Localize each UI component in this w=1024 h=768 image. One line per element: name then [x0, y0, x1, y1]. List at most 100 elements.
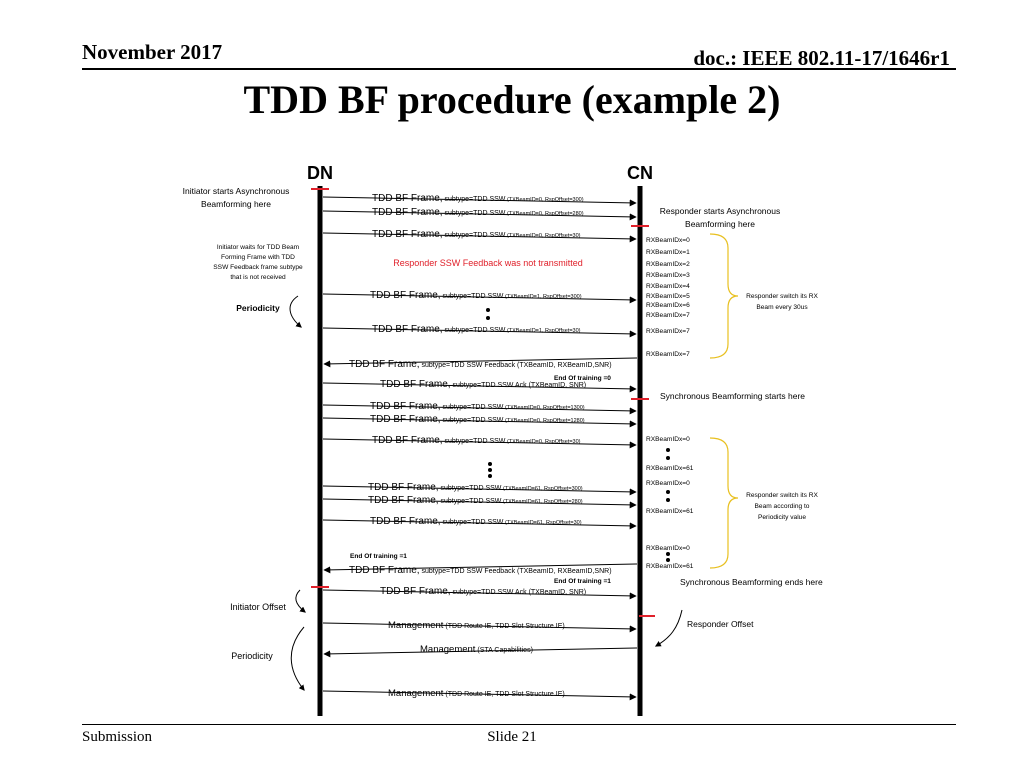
rx-label-15: RXBeamIDx=0: [646, 545, 690, 552]
msg-15-label: TDD BF Frame, subtype=TDD SSW Ack (TXBea…: [380, 586, 586, 597]
note-initiator-wait-line2: Forming Frame with TDD: [221, 254, 295, 261]
msg-1-label: TDD BF Frame, subtype=TDD SSW (TXBeamID=…: [372, 193, 584, 204]
note-responder-async-line1: Responder starts Asynchronous: [660, 206, 780, 216]
msg-12-label: TDD BF Frame, subtype=TDD SSW (TXBeamID=…: [368, 495, 583, 506]
initiator-offset-curve-arrow: [295, 589, 306, 613]
header-date: November 2017: [82, 40, 223, 64]
switch-periodicity-note: Responder switch its RX Beam according t…: [746, 492, 818, 521]
cn-label: CN: [627, 163, 653, 183]
note-end-training-1-dn: End Of training =1: [350, 553, 407, 560]
note-switch-periodicity-line1: Responder switch its RX: [746, 492, 818, 499]
msg-9-arrow: [322, 417, 637, 428]
rx-label-7: RXBeamIDx=6: [646, 302, 690, 309]
rx-label-8: RXBeamIDx=7: [646, 312, 690, 319]
header-rule: [82, 68, 956, 70]
msg-14-label: TDD BF Frame, subtype=TDD SSW Feedback (…: [349, 565, 612, 576]
note-periodicity-bold: Periodicity: [236, 303, 280, 313]
footer-slide-number: Slide 21: [487, 729, 537, 745]
note-end-training-0: End Of training =0: [554, 375, 611, 382]
note-sync-starts: Synchronous Beamforming starts here: [660, 391, 805, 401]
msg-5-label: TDD BF Frame, subtype=TDD SSW (TXBeamID=…: [372, 324, 581, 335]
msg-17-label: Management (STA Capabilities): [420, 644, 533, 655]
responder-offset-curve-arrow: [654, 609, 683, 647]
msg-2-arrow: [322, 210, 637, 221]
msg-13-label: TDD BF Frame, subtype=TDD SSW (TXBeamID=…: [370, 516, 582, 527]
periodicity-curve-arrow-2: [290, 626, 305, 691]
note-sync-ends: Synchronous Beamforming ends here: [680, 577, 823, 587]
msg-18-label: Management (TDD Route IE, TDD Slot Struc…: [388, 688, 565, 699]
msg-11-label: TDD BF Frame, subtype=TDD SSW (TXBeamID=…: [368, 482, 583, 493]
msg-15-arrow: [322, 589, 637, 600]
brace-async-rx: [709, 233, 739, 359]
note-switch-periodicity-line3: Periodicity value: [758, 514, 806, 521]
rx-label-3: RXBeamIDx=2: [646, 261, 690, 268]
note-responder-async-line2: Beamforming here: [685, 219, 755, 229]
msg-18-arrow: [322, 690, 637, 701]
msg-10-label: TDD BF Frame, subtype=TDD SSW (TXBeamID=…: [372, 435, 581, 446]
msg-12-arrow: [322, 498, 637, 509]
rx-beam-labels: RXBeamIDx=0 RXBeamIDx=1 RXBeamIDx=2 RXBe…: [646, 237, 694, 570]
note-ssw-not-transmitted: Responder SSW Feedback was not transmitt…: [393, 258, 583, 268]
rx-label-11: RXBeamIDx=0: [646, 436, 690, 443]
initiator-notes: Initiator starts Asynchronous Beamformin…: [183, 186, 290, 209]
switch-30us-note: Responder switch its RX Beam every 30us: [746, 293, 818, 311]
msg-17-arrow: [323, 647, 638, 658]
note-initiator-offset: Initiator Offset: [230, 602, 286, 612]
rx-label-5: RXBeamIDx=4: [646, 283, 690, 290]
rx-label-1: RXBeamIDx=0: [646, 237, 690, 244]
msg-7-label: TDD BF Frame, subtype=TDD SSW Ack (TXBea…: [380, 379, 586, 390]
dots-initiator-2: [488, 462, 492, 466]
dn-label: DN: [307, 163, 333, 183]
note-initiator-async-line1: Initiator starts Asynchronous: [183, 186, 290, 196]
msg-16-arrow: [322, 622, 637, 633]
msg-3-arrow: [322, 232, 637, 243]
rx-label-12: RXBeamIDx=61: [646, 465, 694, 472]
note-periodicity: Periodicity: [231, 651, 273, 661]
dots-rx-2: [666, 490, 670, 494]
note-switch-periodicity-line2: Beam according to: [755, 503, 810, 510]
rx-label-9: RXBeamIDx=7: [646, 328, 690, 335]
msg-1-arrow: [322, 196, 637, 207]
note-switch-30us-line2: Beam every 30us: [756, 304, 808, 311]
msg-9-label: TDD BF Frame, subtype=TDD SSW (TXBeamID=…: [370, 414, 585, 425]
msg-4-label: TDD BF Frame, subtype=TDD SSW (TXBeamID=…: [370, 290, 582, 301]
msg-5-arrow: [322, 327, 637, 338]
brace-sync-rx: [709, 437, 739, 569]
rx-label-16: RXBeamIDx=61: [646, 563, 694, 570]
msg-14-arrow: [323, 563, 638, 574]
rx-label-13: RXBeamIDx=0: [646, 480, 690, 487]
footer-submission: Submission: [82, 729, 153, 745]
msg-6-label: TDD BF Frame, subtype=TDD SSW Feedback (…: [349, 359, 612, 370]
msg-6-arrow: [323, 357, 638, 368]
rx-label-6: RXBeamIDx=5: [646, 293, 690, 300]
initiator-wait-note: Initiator waits for TDD Beam Forming Fra…: [213, 244, 303, 281]
note-switch-30us-line1: Responder switch its RX: [746, 293, 818, 300]
note-initiator-wait-line3: SSW Feedback frame subtype: [213, 264, 303, 271]
rx-label-4: RXBeamIDx=3: [646, 272, 690, 279]
msg-4-arrow: [322, 293, 637, 304]
msg-13-arrow: [322, 519, 637, 530]
dots-rx-3: [666, 552, 670, 556]
note-initiator-wait-line4: that is not received: [230, 274, 286, 281]
msg-8-label: TDD BF Frame, subtype=TDD SSW (TXBeamID=…: [370, 401, 585, 412]
note-initiator-wait-line1: Initiator waits for TDD Beam: [217, 244, 300, 251]
msg-3-label: TDD BF Frame, subtype=TDD SSW (TXBeamID=…: [372, 229, 581, 240]
header-doc-number: doc.: IEEE 802.11-17/1646r1: [693, 46, 950, 70]
msg-11-arrow: [322, 485, 637, 496]
footer-rule: [82, 724, 956, 725]
responder-async-note: Responder starts Asynchronous Beamformin…: [660, 206, 780, 229]
ellipsis-dots: [486, 308, 670, 562]
message-arrows: [322, 196, 638, 701]
msg-16-label: Management (TDD Route IE, TDD Slot Struc…: [388, 620, 565, 631]
note-end-training-1-cn: End Of training =1: [554, 578, 611, 585]
slide-title: TDD BF procedure (example 2): [243, 77, 781, 122]
dots-rx-1: [666, 448, 670, 452]
msg-8-arrow: [322, 404, 637, 415]
periodicity-curve-arrow-1: [289, 295, 302, 328]
note-responder-offset: Responder Offset: [687, 619, 754, 629]
dots-initiator-1: [486, 308, 490, 312]
note-initiator-async-line2: Beamforming here: [201, 199, 271, 209]
msg-10-arrow: [322, 438, 637, 449]
rx-label-2: RXBeamIDx=1: [646, 249, 690, 256]
